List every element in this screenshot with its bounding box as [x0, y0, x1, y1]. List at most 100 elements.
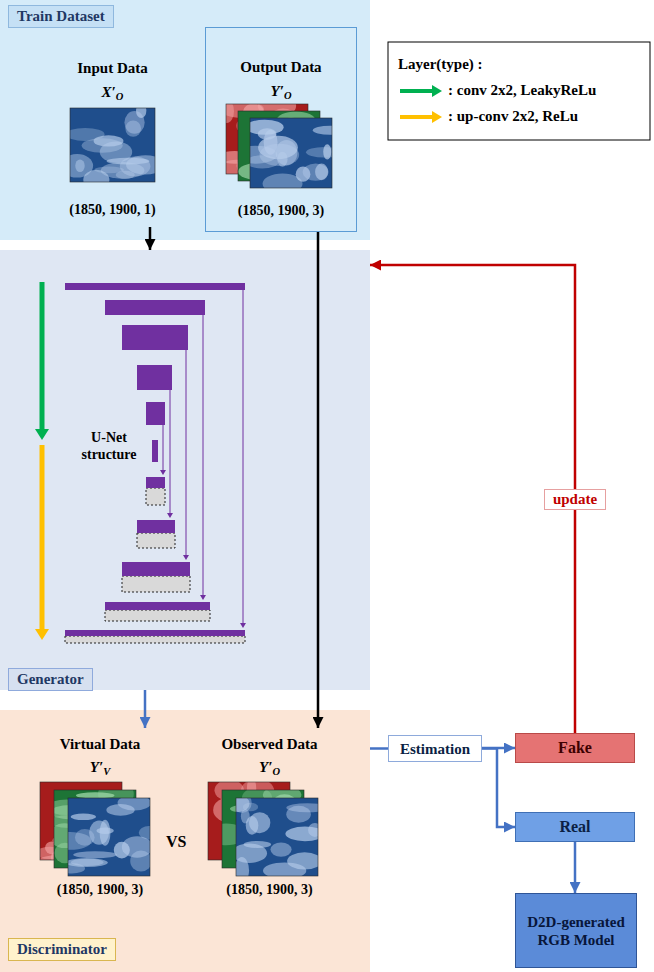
panel-title: Discriminator	[8, 938, 116, 961]
tensor-shape: (1850, 1900, 3)	[197, 882, 342, 898]
skip-connection	[243, 290, 244, 624]
cloud-patch	[107, 158, 150, 165]
cloud-patch	[139, 826, 150, 840]
unet-layer	[146, 488, 165, 505]
legend-frame	[388, 42, 650, 140]
skip-connection	[203, 315, 204, 596]
image-frame	[68, 798, 150, 876]
cloud-patch	[270, 842, 291, 856]
connector	[370, 747, 388, 750]
data-heading: Output Data	[206, 59, 356, 76]
variable-symbol: Y′V	[30, 759, 170, 777]
panel-background	[0, 710, 370, 972]
cloud-patch	[263, 173, 303, 188]
cloud-patch	[100, 820, 111, 846]
cloud-patch	[276, 140, 298, 166]
variable-symbol: Y′O	[206, 83, 356, 101]
cloud-patch	[73, 851, 117, 858]
image-frame	[70, 108, 155, 182]
skip-arrowhead	[200, 595, 206, 600]
image-frame	[250, 118, 332, 188]
connector	[482, 749, 515, 828]
panel-background	[0, 0, 370, 240]
virtual-data-group: Virtual DataY′V(1850, 1900, 3)	[30, 728, 170, 910]
image-frame	[236, 798, 318, 876]
skip-connection	[170, 390, 171, 514]
satellite-image	[68, 798, 150, 876]
box-label: Real	[559, 817, 590, 836]
box-label: Fake	[558, 738, 592, 757]
estimation-box: Estimation	[388, 735, 482, 762]
unet-layer	[65, 636, 245, 643]
unet-layer	[65, 283, 245, 290]
tensor-shape: (1850, 1900, 1)	[50, 202, 175, 218]
unet-layer	[105, 300, 205, 315]
symbol-subscript: V	[103, 766, 110, 777]
skip-arrowhead	[183, 555, 189, 560]
tensor-shape: (1850, 1900, 3)	[206, 203, 356, 219]
edge-label: update	[544, 489, 606, 510]
cloud-patch	[287, 852, 318, 869]
connector	[317, 232, 320, 728]
cloud-patch	[243, 803, 258, 811]
cloud-patch	[313, 126, 332, 135]
cloud-patch	[71, 859, 104, 866]
unet-layer	[122, 562, 190, 576]
unet-layer	[146, 477, 165, 488]
legend-title: Layer(type) :	[398, 55, 483, 73]
unet-layer	[105, 610, 210, 621]
data-heading: Input Data	[50, 60, 175, 77]
symbol-subscript: O	[284, 90, 292, 101]
cloud-patch	[122, 836, 150, 858]
skip-connection	[163, 425, 164, 471]
generator-panel: Generator	[0, 250, 370, 690]
legend-arrow-head	[432, 85, 442, 97]
cloud-patch	[70, 128, 105, 141]
model-box: D2D-generated RGB Model	[515, 893, 637, 968]
cloud-patch	[83, 170, 109, 182]
cloud-patch	[246, 816, 259, 835]
observed-data-group: Observed DataY′O (1850, 1900, 3)	[197, 728, 342, 910]
skip-connection	[186, 350, 187, 556]
legend-row: : up-conv 2x2, ReLu	[398, 108, 578, 125]
real-box: Real	[515, 812, 635, 842]
connector	[574, 842, 577, 893]
cloud-patch	[286, 803, 318, 812]
panel-title: Train Dataset	[8, 5, 114, 28]
legend-text: : up-conv 2x2, ReLu	[448, 108, 578, 125]
cloud-patch	[308, 823, 318, 837]
symbol-subscript: O	[272, 766, 280, 777]
cloud-patch	[125, 120, 141, 136]
data-heading: Observed Data	[197, 736, 342, 753]
legend-arrow-line	[400, 115, 432, 119]
symbol-base: Y′	[259, 759, 272, 775]
satellite-image	[70, 108, 155, 182]
fake-box: Fake	[515, 733, 635, 763]
unet-layer	[137, 533, 175, 548]
connector	[144, 690, 147, 728]
symbol-base: Y′	[271, 83, 284, 99]
skip-arrowhead	[167, 513, 173, 518]
structure-note: U-Net structure	[76, 430, 142, 464]
cloud-patch	[106, 804, 134, 816]
encoder-arrow	[40, 282, 45, 430]
unet-layer	[122, 325, 188, 350]
unet-layer	[146, 402, 165, 425]
legend-arrow-line	[400, 89, 432, 93]
symbol-base: Y′	[90, 759, 103, 775]
unet-layer	[65, 630, 245, 636]
connector	[149, 227, 152, 250]
cloud-patch	[236, 857, 249, 876]
box-label: D2D-generated RGB Model	[522, 913, 630, 949]
cloud-patch	[136, 108, 146, 118]
output-data-box: Output DataY′O (1850, 1900, 3)	[205, 27, 357, 232]
cloud-patch	[71, 814, 96, 820]
cloud-patch	[303, 163, 329, 180]
dataset-panel: Train DatasetInput DataX′O(1850, 1900, 1…	[0, 0, 370, 240]
satellite-image	[250, 118, 332, 188]
cloud-patch	[323, 144, 331, 159]
unet-layer	[105, 602, 210, 610]
cloud-patch	[68, 832, 91, 850]
